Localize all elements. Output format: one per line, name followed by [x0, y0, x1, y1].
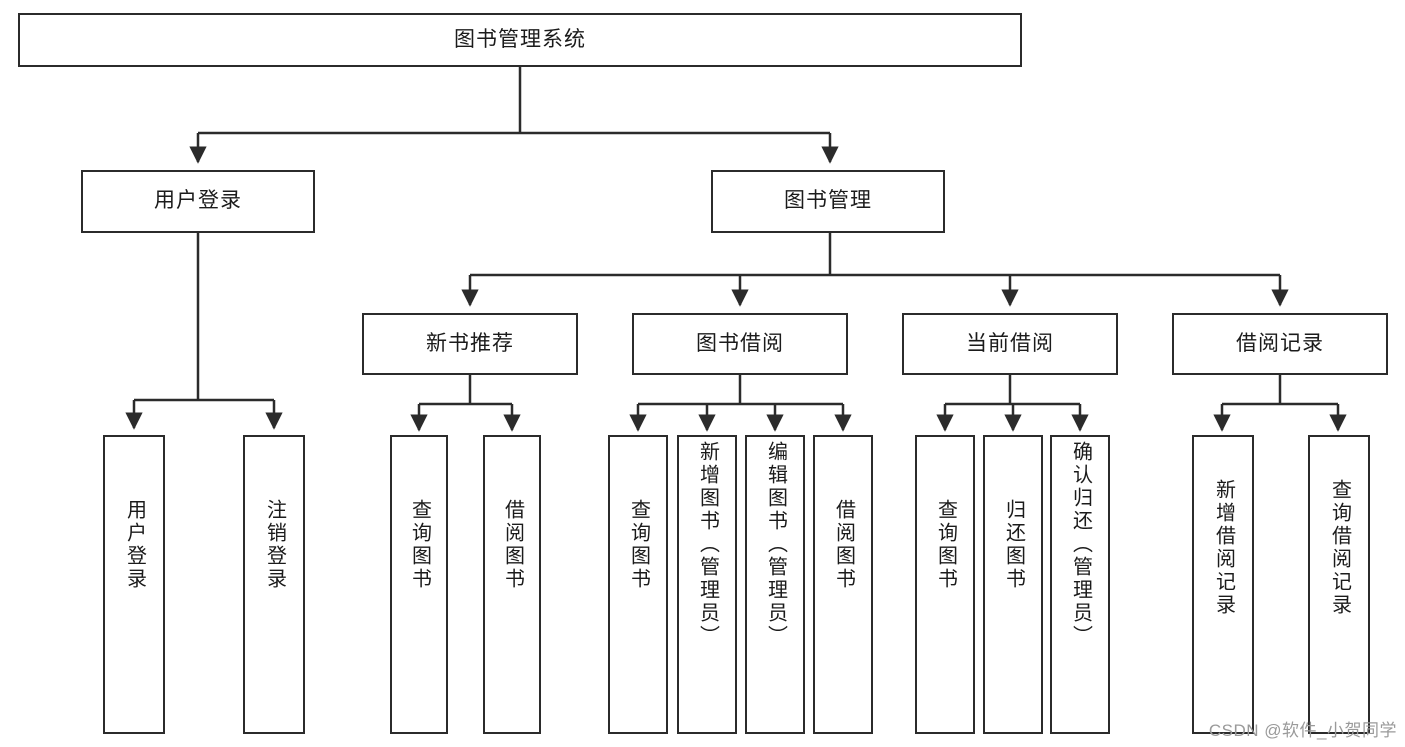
node-label: 用户登录: [123, 499, 146, 591]
node-label: 编辑图书（管理员）: [764, 441, 787, 648]
node-label: 图书借阅: [696, 331, 784, 355]
node-label: 图书管理系统: [454, 27, 586, 51]
node-borrow-records[interactable]: 借阅记录: [1172, 313, 1388, 375]
node-leaf-add-borrow-record[interactable]: 新增借阅记录: [1192, 435, 1254, 734]
node-label: 归还图书: [1002, 499, 1025, 591]
node-label: 查询图书: [408, 499, 431, 591]
node-label: 查询借阅记录: [1328, 479, 1351, 617]
node-leaf-return-book[interactable]: 归还图书: [983, 435, 1043, 734]
node-label: 借阅记录: [1236, 331, 1324, 355]
node-book-borrow[interactable]: 图书借阅: [632, 313, 848, 375]
node-label: 新增图书（管理员）: [696, 441, 719, 648]
node-leaf-edit-book-admin[interactable]: 编辑图书（管理员）: [745, 435, 805, 734]
node-label: 借阅图书: [501, 499, 524, 591]
node-leaf-logout[interactable]: 注销登录: [243, 435, 305, 734]
node-leaf-query-book-recommend[interactable]: 查询图书: [390, 435, 448, 734]
node-leaf-query-borrow-record[interactable]: 查询借阅记录: [1308, 435, 1370, 734]
node-current-borrow[interactable]: 当前借阅: [902, 313, 1118, 375]
node-label: 查询图书: [627, 499, 650, 591]
node-label: 新书推荐: [426, 331, 514, 355]
node-leaf-borrow-book-recommend[interactable]: 借阅图书: [483, 435, 541, 734]
node-label: 当前借阅: [966, 331, 1054, 355]
node-leaf-query-book-borrow[interactable]: 查询图书: [608, 435, 668, 734]
node-label: 用户登录: [154, 189, 242, 213]
node-label: 确认归还（管理员）: [1069, 441, 1092, 648]
node-label: 新增借阅记录: [1212, 479, 1235, 617]
node-label: 借阅图书: [832, 499, 855, 591]
node-label: 图书管理: [784, 189, 872, 213]
node-book-management[interactable]: 图书管理: [711, 170, 945, 233]
node-leaf-add-book-admin[interactable]: 新增图书（管理员）: [677, 435, 737, 734]
watermark-text: CSDN @软件_小贺同学: [1208, 721, 1397, 740]
node-leaf-user-login[interactable]: 用户登录: [103, 435, 165, 734]
node-label: 注销登录: [263, 499, 286, 591]
node-new-book-recommend[interactable]: 新书推荐: [362, 313, 578, 375]
node-leaf-borrow-book[interactable]: 借阅图书: [813, 435, 873, 734]
node-user-login[interactable]: 用户登录: [81, 170, 315, 233]
node-leaf-confirm-return-admin[interactable]: 确认归还（管理员）: [1050, 435, 1110, 734]
node-leaf-query-book-current[interactable]: 查询图书: [915, 435, 975, 734]
node-label: 查询图书: [934, 499, 957, 591]
node-root-book-management-system[interactable]: 图书管理系统: [18, 13, 1022, 67]
